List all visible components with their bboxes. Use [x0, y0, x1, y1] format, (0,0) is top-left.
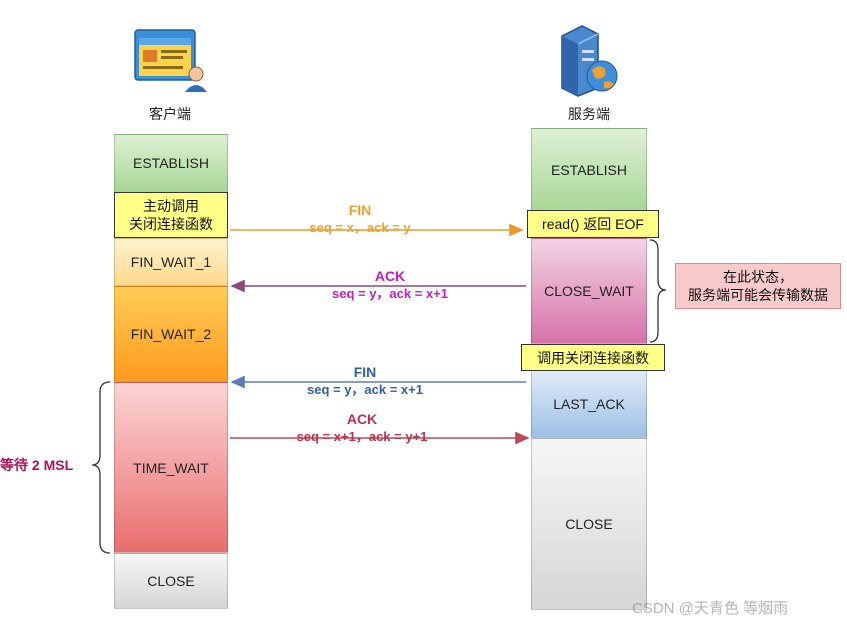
msg-ack-1-name: ACK — [374, 268, 406, 284]
server-close-note: 调用关闭连接函数 — [521, 344, 665, 371]
client-state-close: CLOSE — [114, 553, 228, 609]
wait-2msl-label: 等待 2 MSL — [0, 457, 74, 473]
close-wait-brace — [649, 239, 667, 343]
server-state-close: CLOSE — [531, 438, 647, 610]
close-wait-note-line1: 在此状态， — [723, 269, 793, 285]
msg-ack-2: ACK seq = x+1，ack = y+1 — [262, 410, 462, 446]
server-read-note: read() 返回 EOF — [527, 210, 659, 238]
msg-fin-2-name: FIN — [353, 364, 377, 380]
server-state-last-ack: LAST_ACK — [531, 370, 647, 438]
msg-fin-2-detail: seq = y，ack = x+1 — [306, 382, 423, 397]
msg-fin-1-detail: seq = x，ack = y — [309, 220, 411, 235]
client-state-establish: ESTABLISH — [114, 134, 228, 192]
client-computer-icon — [133, 28, 209, 94]
client-state-fin-wait-2: FIN_WAIT_2 — [114, 286, 228, 382]
server-state-close-wait: CLOSE_WAIT — [531, 238, 647, 344]
close-wait-note: 在此状态， 服务端可能会传输数据 — [675, 263, 841, 309]
msg-ack-1-detail: seq = y，ack = x+1 — [331, 286, 448, 301]
client-state-fin-wait-1: FIN_WAIT_1 — [114, 238, 228, 286]
server-label: 服务端 — [568, 106, 610, 122]
msg-fin-2: FIN seq = y，ack = x+1 — [275, 363, 455, 399]
client-close-note-line2: 关闭连接函数 — [129, 216, 213, 232]
time-wait-brace — [91, 381, 111, 554]
close-wait-note-line2: 服务端可能会传输数据 — [688, 287, 828, 303]
msg-ack-1: ACK seq = y，ack = x+1 — [300, 267, 480, 303]
msg-ack-2-detail: seq = x+1，ack = y+1 — [296, 429, 428, 444]
server-globe-icon — [552, 22, 622, 98]
client-close-note: 主动调用 关闭连接函数 — [114, 192, 228, 238]
msg-fin-1: FIN seq = x，ack = y — [280, 201, 440, 237]
server-state-establish: ESTABLISH — [531, 128, 647, 212]
client-label: 客户端 — [149, 106, 191, 122]
msg-ack-2-name: ACK — [346, 411, 378, 427]
client-close-note-line1: 主动调用 — [143, 198, 199, 214]
msg-fin-1-name: FIN — [348, 202, 372, 218]
client-state-time-wait: TIME_WAIT — [114, 382, 228, 553]
watermark: CSDN @天青色 等烟雨 — [632, 600, 789, 617]
